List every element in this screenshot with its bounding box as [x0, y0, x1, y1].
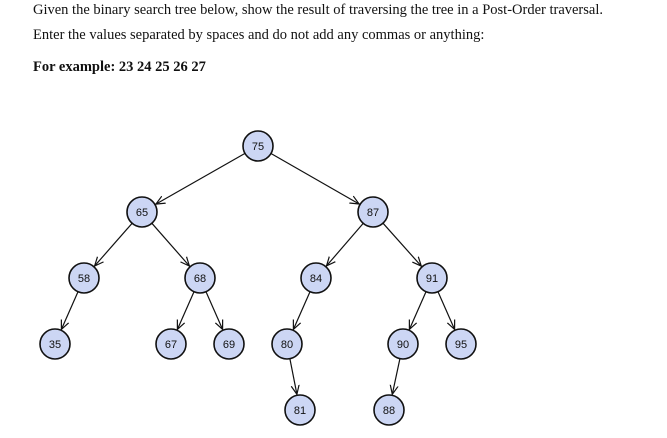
tree-edge-80-81: [289, 358, 297, 395]
tree-node-circle: [68, 262, 100, 294]
tree-node-label: 84: [310, 273, 322, 285]
tree-edge-84-80: [293, 291, 311, 330]
tree-edge-90-88: [392, 358, 401, 395]
question-example: For example: 23 24 25 26 27: [33, 59, 206, 75]
tree-edge-75-65: [156, 152, 246, 204]
tree-node-58: 58: [68, 262, 100, 294]
tree-node-circle: [213, 328, 245, 360]
tree-node-circle: [416, 262, 448, 294]
tree-edge-91-95: [437, 291, 455, 330]
tree-edge-75-87: [270, 152, 359, 205]
tree-node-65: 65: [126, 196, 158, 228]
tree-edge-58-35: [61, 291, 79, 330]
tree-node-label: 35: [49, 339, 61, 351]
tree-node-circle: [242, 130, 274, 162]
tree-node-label: 69: [223, 339, 235, 351]
tree-node-label: 90: [397, 339, 409, 351]
tree-node-88: 88: [373, 394, 405, 426]
tree-edge-68-69: [205, 291, 223, 330]
question-instruction: Given the binary search tree below, show…: [33, 2, 603, 18]
tree-node-35: 35: [39, 328, 71, 360]
tree-node-label: 80: [281, 339, 293, 351]
tree-node-68: 68: [184, 262, 216, 294]
tree-node-label: 91: [426, 273, 438, 285]
tree-node-circle: [39, 328, 71, 360]
tree-node-69: 69: [213, 328, 245, 360]
tree-node-91: 91: [416, 262, 448, 294]
tree-node-label: 95: [455, 339, 467, 351]
tree-node-81: 81: [284, 394, 316, 426]
tree-node-label: 65: [136, 207, 148, 219]
tree-node-label: 88: [383, 405, 395, 417]
tree-edge-65-68: [151, 222, 190, 266]
tree-node-90: 90: [387, 328, 419, 360]
tree-edges: [61, 152, 455, 395]
tree-node-label: 87: [367, 207, 379, 219]
tree-node-label: 68: [194, 273, 206, 285]
tree-node-circle: [126, 196, 158, 228]
tree-edge-87-91: [382, 222, 421, 266]
tree-node-circle: [271, 328, 303, 360]
tree-node-circle: [445, 328, 477, 360]
tree-node-label: 67: [165, 339, 177, 351]
tree-node-67: 67: [155, 328, 187, 360]
tree-node-circle: [373, 394, 405, 426]
tree-node-label: 58: [78, 273, 90, 285]
tree-node-87: 87: [357, 196, 389, 228]
tree-edge-68-67: [177, 291, 195, 330]
tree-node-84: 84: [300, 262, 332, 294]
tree-node-circle: [357, 196, 389, 228]
tree-node-95: 95: [445, 328, 477, 360]
tree-edge-65-58: [95, 222, 133, 266]
tree-node-circle: [184, 262, 216, 294]
tree-node-80: 80: [271, 328, 303, 360]
tree-node-circle: [155, 328, 187, 360]
tree-edge-91-90: [409, 291, 427, 330]
tree-node-label: 75: [252, 141, 264, 153]
tree-node-75: 75: [242, 130, 274, 162]
tree-nodes: 75 65 87 58 68 84 91 35 67 69 80 90 95 81 88: [39, 130, 477, 426]
tree-edge-87-84: [327, 223, 364, 266]
tree-node-circle: [387, 328, 419, 360]
question-format-note: Enter the values separated by spaces and…: [33, 27, 485, 43]
tree-node-label: 81: [294, 405, 306, 417]
tree-node-circle: [300, 262, 332, 294]
tree-node-circle: [284, 394, 316, 426]
